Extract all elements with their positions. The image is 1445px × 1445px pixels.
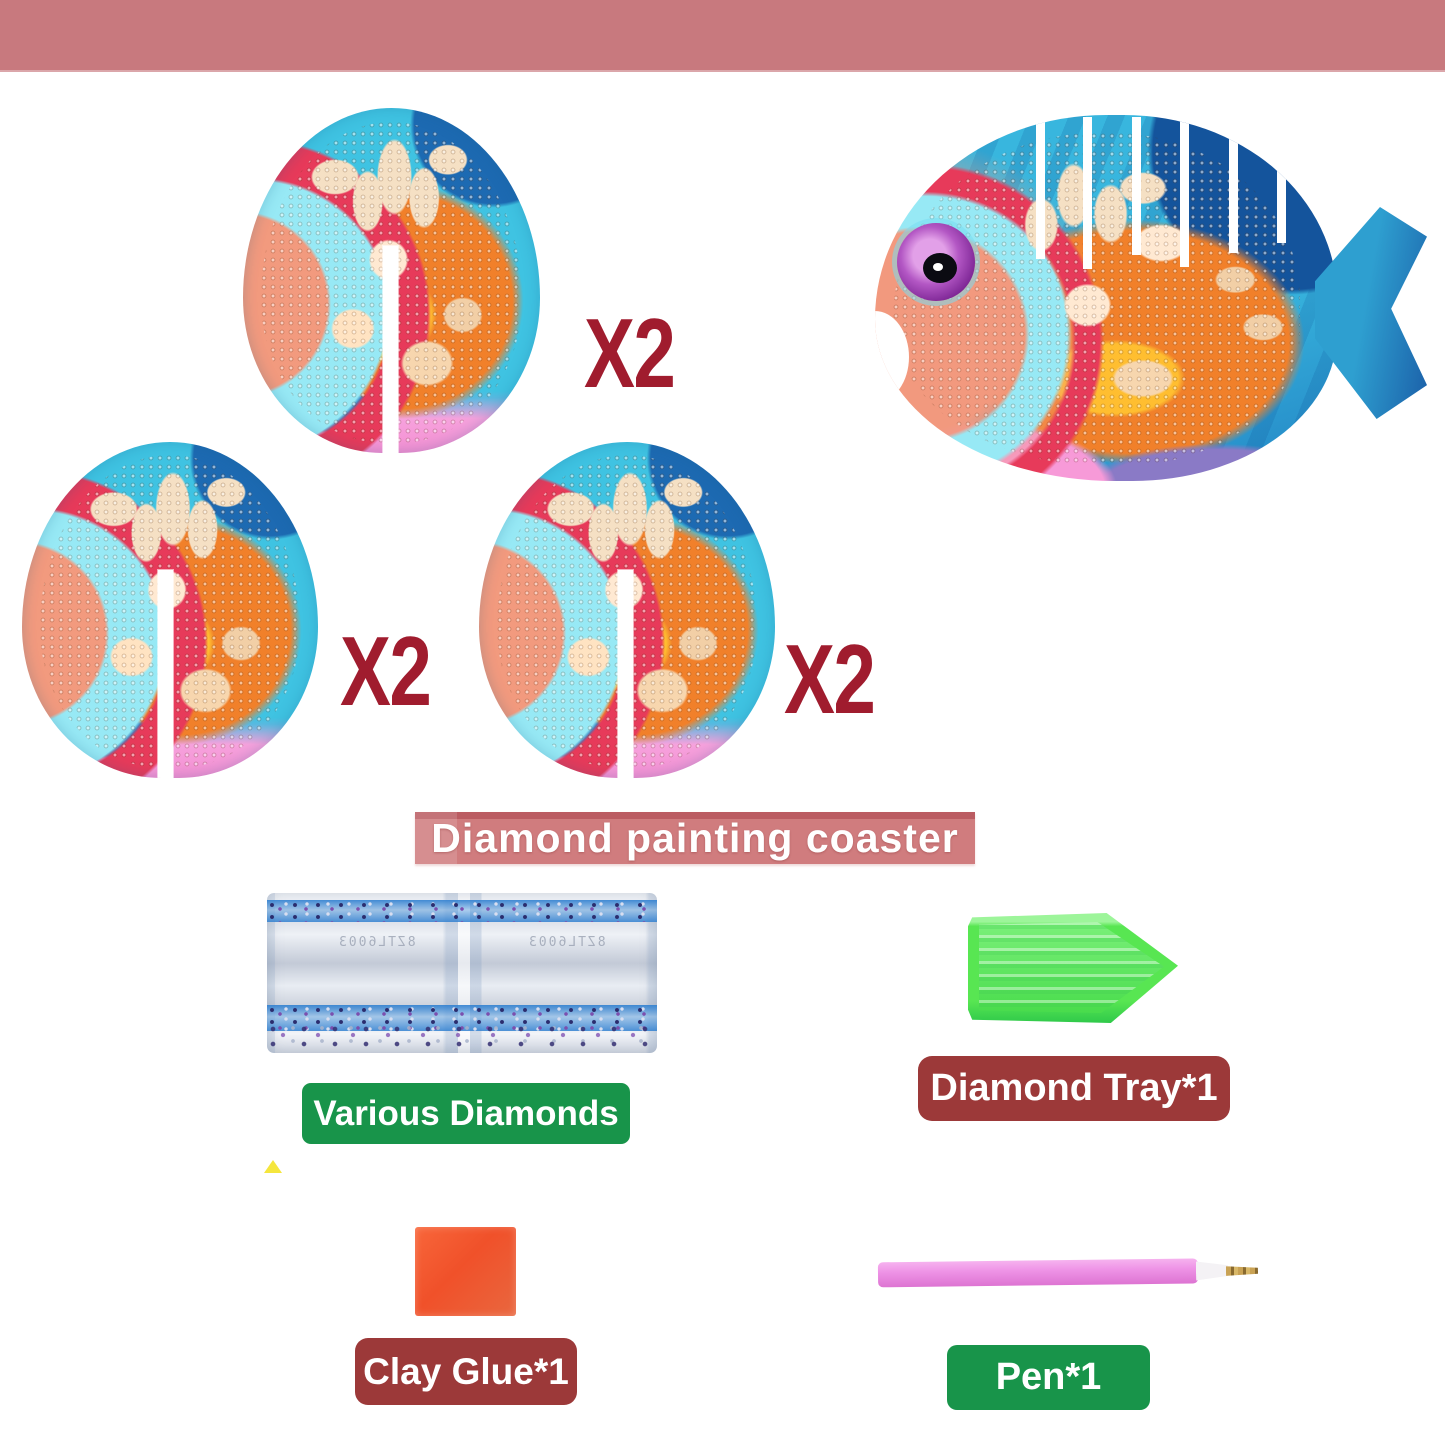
loose-diamond-beads [267,1023,657,1047]
holder-slot-5 [1229,117,1238,253]
drill-dot-texture [893,133,1301,467]
embossed-code: 8ZTL6003 [337,935,416,950]
pen-image [877,1256,1260,1291]
holder-slot-3 [1132,117,1141,255]
fish-body [875,115,1337,481]
holder-slot-2 [1083,117,1092,269]
top-banner [0,0,1445,72]
fish-tail [1315,207,1427,419]
insert-slot [382,246,398,453]
coaster-piece-3 [479,442,775,778]
pen-ferrule [1196,1261,1228,1280]
diamond-tray-image [968,913,1178,1023]
quantity-label-2: X2 [340,616,432,726]
fish-eye [897,223,975,301]
eye-glint [933,263,943,271]
section-title-banner: Diamond painting coaster [415,812,975,864]
quantity-label-1: X2 [584,298,676,408]
clay-glue-label: Clay Glue*1 [355,1338,577,1405]
tray-grooves [979,922,1164,1013]
section-title: Diamond painting coaster [431,814,959,861]
quantity-label-3: X2 [784,624,876,734]
diamond-tray-label: Diamond Tray*1 [918,1056,1230,1121]
coaster-piece-2 [22,442,318,778]
insert-slot [158,569,174,778]
holder-slot-1 [1036,117,1045,259]
pen-body [877,1258,1199,1288]
fish-coaster-holder [875,115,1427,481]
bag-seal-band [267,900,657,922]
embossed-code: 8ZTL6003 [527,935,606,950]
various-diamonds-label: Various Diamonds [302,1083,630,1144]
pen-metal-tip [1226,1265,1258,1277]
insert-slot [618,569,634,778]
holder-slot-4 [1180,117,1189,267]
holder-slot-6 [1277,117,1286,243]
pen-label: Pen*1 [947,1345,1150,1410]
coaster-piece-1 [243,108,540,453]
clay-glue-image [415,1227,516,1316]
yellow-marker-triangle [264,1160,282,1173]
diamond-bags-image: 8ZTL6003 8ZTL6003 [267,893,657,1053]
